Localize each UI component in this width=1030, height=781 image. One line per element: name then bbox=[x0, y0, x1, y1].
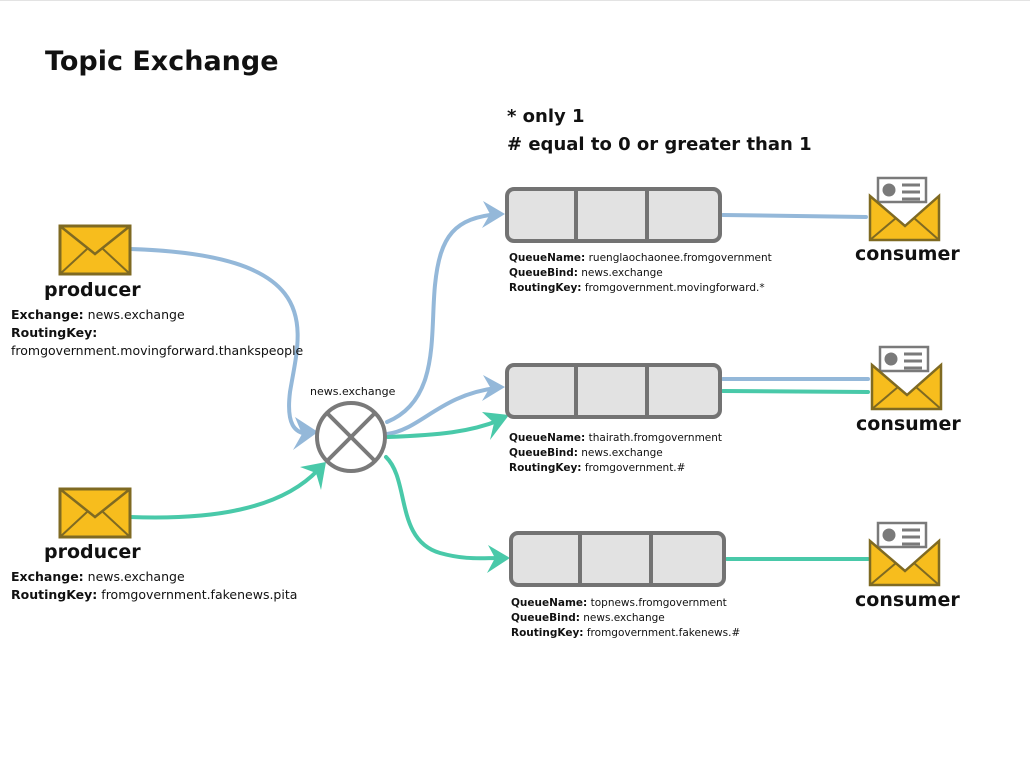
producer-1-routing-key: RoutingKey: bbox=[11, 325, 98, 340]
queue-1-routing-value: fromgovernment.movingforward.* bbox=[584, 282, 765, 294]
queue-2-name-key: QueueName: bbox=[509, 432, 586, 444]
consumer-2-label: consumer bbox=[856, 413, 961, 435]
queue-1-info: QueueName: ruenglaochaonee.fromgovernmen… bbox=[509, 251, 772, 296]
producer-1-envelope-icon bbox=[58, 224, 132, 276]
consumer-1-label: consumer bbox=[855, 243, 960, 265]
flow-exchange-to-queue2-green bbox=[386, 418, 502, 439]
producer-1-info: Exchange: news.exchange RoutingKey: from… bbox=[11, 306, 303, 360]
producer-2-exchange-key: Exchange: bbox=[11, 569, 84, 584]
queue-2-routing-value: fromgovernment.# bbox=[584, 462, 686, 474]
consumer-1-mail-icon bbox=[868, 176, 941, 242]
producer-2-routing-key: RoutingKey: bbox=[11, 587, 98, 602]
flow-producer1-to-exchange bbox=[128, 247, 310, 436]
legend-hash-rule: # equal to 0 or greater than 1 bbox=[507, 134, 812, 155]
queue-2-routing-key: RoutingKey: bbox=[509, 462, 582, 474]
exchange-cross-circle-icon bbox=[315, 401, 387, 473]
producer-1-routing-value: fromgovernment.movingforward.thankspeopl… bbox=[11, 343, 304, 358]
arrowhead-producer1 bbox=[293, 417, 318, 450]
legend-star-rule: * only 1 bbox=[507, 106, 585, 127]
queue-2-bind-key: QueueBind: bbox=[509, 447, 578, 459]
flow-exchange-to-queue3 bbox=[384, 455, 502, 561]
flow-producer2-to-exchange bbox=[128, 468, 320, 520]
queue-3-name-key: QueueName: bbox=[511, 597, 588, 609]
queue-3-bind-key: QueueBind: bbox=[511, 612, 580, 624]
queue-1-box bbox=[505, 187, 722, 243]
producer-2-label: producer bbox=[44, 541, 141, 563]
producer-2-exchange-value: news.exchange bbox=[87, 569, 185, 584]
exchange-label: news.exchange bbox=[310, 385, 396, 398]
producer-1-exchange-key: Exchange: bbox=[11, 307, 84, 322]
arrowhead-queue1 bbox=[482, 201, 505, 228]
queue-3-routing-value: fromgovernment.fakenews.# bbox=[586, 627, 741, 639]
queue-3-bind-value: news.exchange bbox=[583, 612, 665, 624]
queue-1-bind-value: news.exchange bbox=[581, 267, 663, 279]
queue-1-name-value: ruenglaochaonee.fromgovernment bbox=[588, 252, 772, 264]
queue-1-name-key: QueueName: bbox=[509, 252, 586, 264]
producer-2-info: Exchange: news.exchange RoutingKey: from… bbox=[11, 568, 297, 604]
producer-2-envelope-icon bbox=[58, 487, 132, 539]
queue-3-info: QueueName: topnews.fromgovernment QueueB… bbox=[511, 596, 740, 641]
queue-2-box bbox=[505, 363, 722, 419]
page-title: Topic Exchange bbox=[45, 46, 279, 77]
flow-exchange-to-queue1 bbox=[385, 212, 500, 424]
producer-2-routing-value: fromgovernment.fakenews.pita bbox=[101, 587, 298, 602]
arrowhead-queue2-green bbox=[482, 412, 509, 440]
producer-1-label: producer bbox=[44, 279, 141, 301]
flow-queue1-to-consumer bbox=[721, 213, 868, 219]
consumer-3-label: consumer bbox=[855, 589, 960, 611]
consumer-2-mail-icon bbox=[870, 345, 943, 411]
arrowhead-queue3 bbox=[487, 545, 510, 573]
arrowhead-queue2-blue bbox=[482, 375, 505, 401]
queue-2-info: QueueName: thairath.fromgovernment Queue… bbox=[509, 431, 722, 476]
queue-3-box bbox=[509, 531, 726, 587]
queue-1-bind-key: QueueBind: bbox=[509, 267, 578, 279]
queue-2-bind-value: news.exchange bbox=[581, 447, 663, 459]
queue-2-name-value: thairath.fromgovernment bbox=[588, 432, 723, 444]
queue-3-routing-key: RoutingKey: bbox=[511, 627, 584, 639]
producer-1-exchange-value: news.exchange bbox=[87, 307, 185, 322]
flow-queue2-to-consumer-green bbox=[721, 389, 870, 394]
top-divider bbox=[0, 0, 1030, 1]
consumer-3-mail-icon bbox=[868, 521, 941, 587]
arrowhead-producer2 bbox=[300, 462, 326, 490]
flow-exchange-to-queue2-blue bbox=[385, 386, 498, 436]
queue-1-routing-key: RoutingKey: bbox=[509, 282, 582, 294]
queue-3-name-value: topnews.fromgovernment bbox=[590, 597, 727, 609]
